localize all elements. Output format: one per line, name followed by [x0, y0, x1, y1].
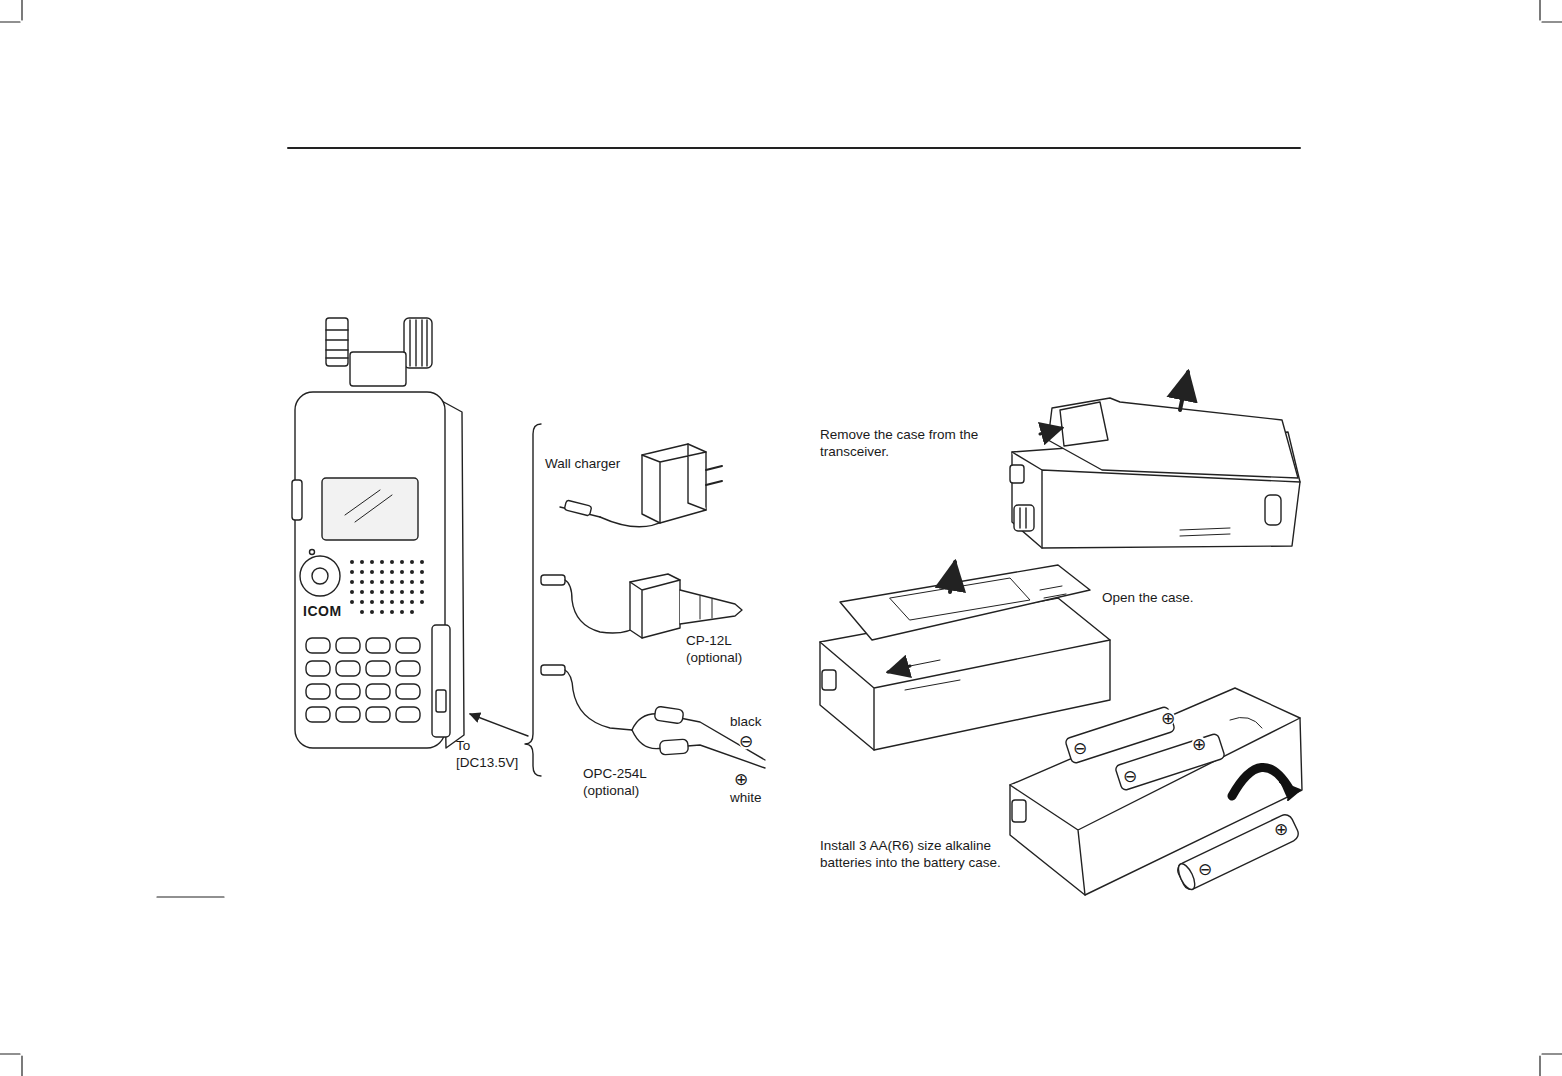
callout-label: Install 3 AA(R6) size alkaline batteries…	[820, 838, 1030, 872]
lift-arrow	[1180, 372, 1188, 410]
polarity-mark: ⊕	[1274, 821, 1288, 838]
polarity-mark: ⊖	[1123, 768, 1137, 785]
loose-battery-drawing	[1175, 812, 1301, 892]
polarity-mark: ⊕	[1192, 736, 1206, 753]
bracket	[525, 424, 541, 776]
polarity-mark: ⊖	[1198, 861, 1212, 878]
latch-arrow	[888, 666, 910, 672]
callout-label: To [DC13.5V]	[456, 738, 526, 772]
callout-label: white	[730, 790, 762, 807]
insert-arrow-head	[1280, 782, 1300, 800]
transceiver-drawing	[292, 318, 464, 748]
cigarette-cable-drawing	[541, 574, 742, 638]
callout-label: CP-12L (optional)	[686, 633, 758, 667]
polarity-mark: ⊖	[1073, 740, 1087, 757]
battery-case-drawing	[1010, 688, 1302, 895]
press-arrow	[1040, 428, 1062, 434]
polarity-mark: ⊖	[739, 733, 753, 750]
case-removal-drawing	[1010, 398, 1300, 548]
callout-label: Open the case.	[1102, 590, 1194, 607]
dc-cable-drawing	[541, 665, 765, 768]
callout-label: Wall charger	[545, 456, 620, 473]
leader-arrow	[470, 714, 528, 736]
callout-label: OPC-254L (optional)	[583, 766, 663, 800]
open-arrow	[950, 562, 955, 592]
polarity-mark: ⊕	[1161, 710, 1175, 727]
open-case-drawing	[820, 565, 1110, 750]
callout-label: Remove the case from the transceiver.	[820, 427, 1020, 461]
polarity-mark: ⊕	[734, 771, 748, 788]
callout-label: black	[730, 714, 762, 731]
brand-logo: ICOM	[303, 603, 342, 621]
